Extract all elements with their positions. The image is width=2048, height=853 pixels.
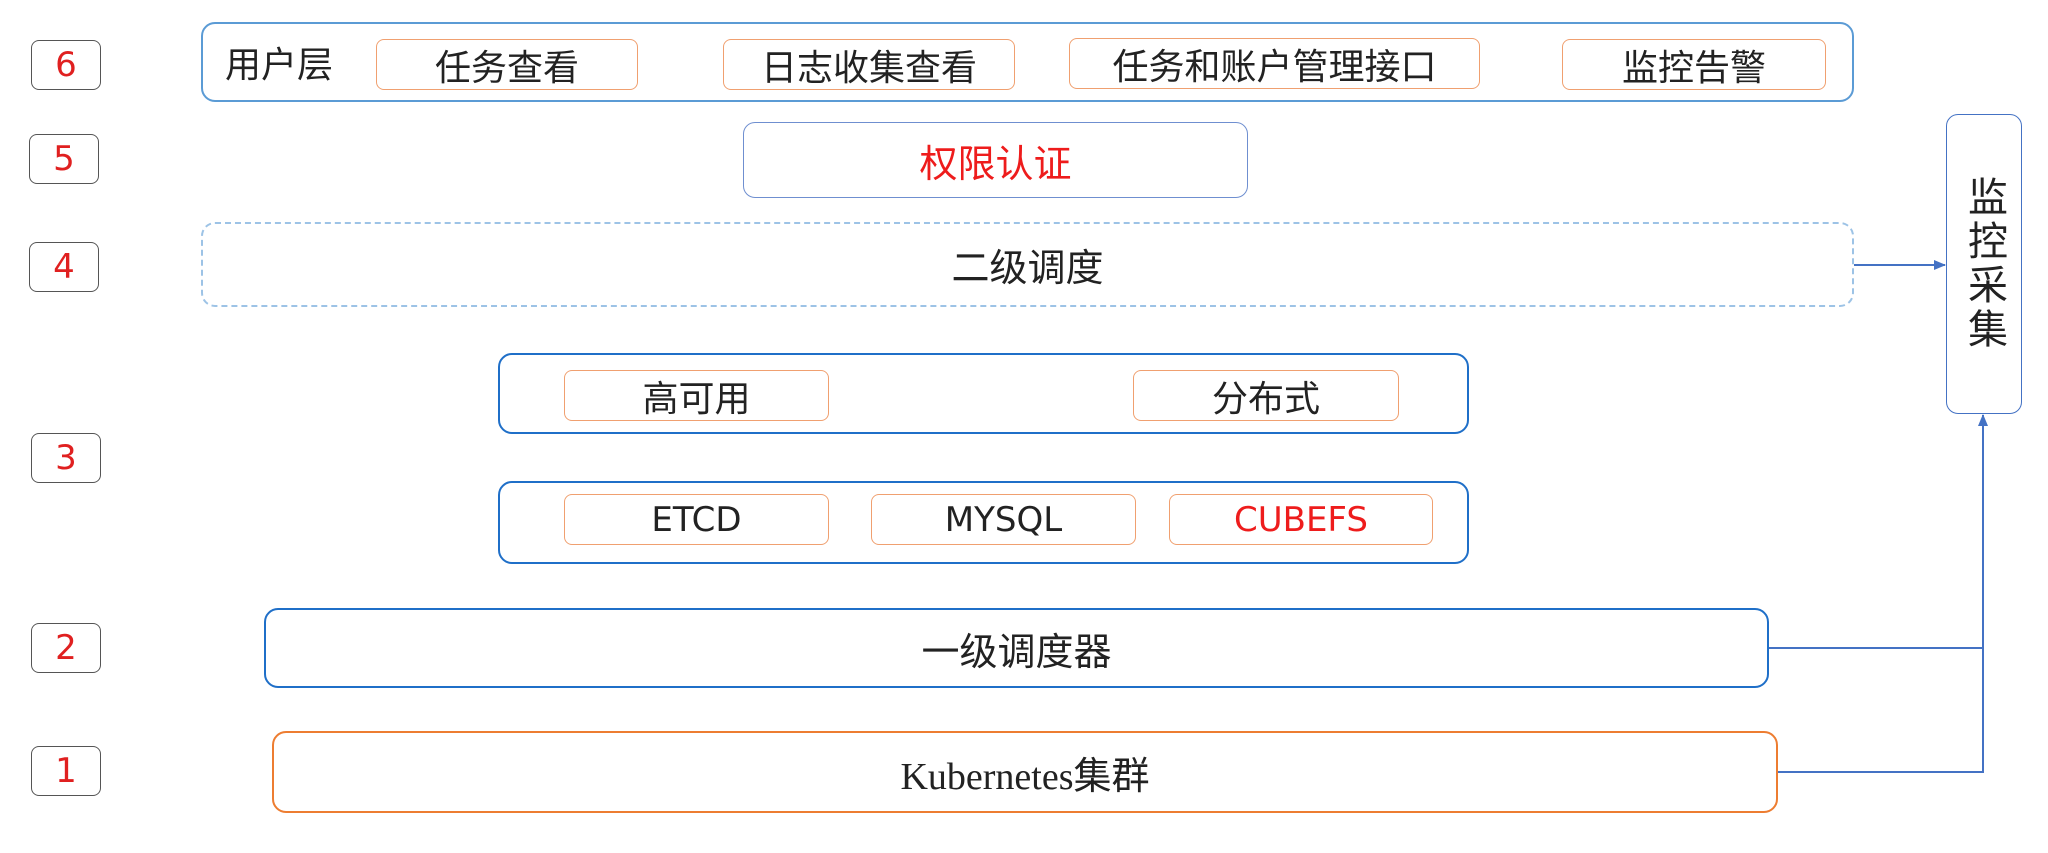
primary-scheduler-layer: 一级调度器 bbox=[264, 608, 1769, 688]
monitor-alert-box: 监控告警 bbox=[1562, 39, 1826, 90]
user-layer-title: 用户层 bbox=[225, 45, 334, 86]
task-account-api-box: 任务和账户管理接口 bbox=[1069, 38, 1480, 89]
monitor-collection-label: 监控采集 bbox=[1961, 176, 2007, 352]
layer-number-2: 2 bbox=[31, 623, 101, 673]
log-view-box: 日志收集查看 bbox=[723, 39, 1015, 90]
secondary-scheduler-layer: 二级调度 bbox=[201, 222, 1854, 307]
auth-layer: 权限认证 bbox=[743, 122, 1248, 198]
layer-number-3: 3 bbox=[31, 433, 101, 483]
layer-number-1: 1 bbox=[31, 746, 101, 796]
distributed-box: 分布式 bbox=[1133, 370, 1399, 421]
task-view-box: 任务查看 bbox=[376, 39, 638, 90]
etcd-box: ETCD bbox=[564, 494, 829, 545]
high-availability-box: 高可用 bbox=[564, 370, 829, 421]
monitor-collection-box: 监控采集 bbox=[1946, 114, 2022, 414]
layer-number-4: 4 bbox=[29, 242, 99, 292]
kubernetes-cluster-layer: Kubernetes集群 bbox=[272, 731, 1778, 813]
mysql-box: MYSQL bbox=[871, 494, 1136, 545]
layer-number-6: 6 bbox=[31, 40, 101, 90]
line-kubernetes-to-monitor bbox=[1775, 414, 1988, 773]
layer-number-5: 5 bbox=[29, 134, 99, 184]
cubefs-box: CUBEFS bbox=[1169, 494, 1433, 545]
